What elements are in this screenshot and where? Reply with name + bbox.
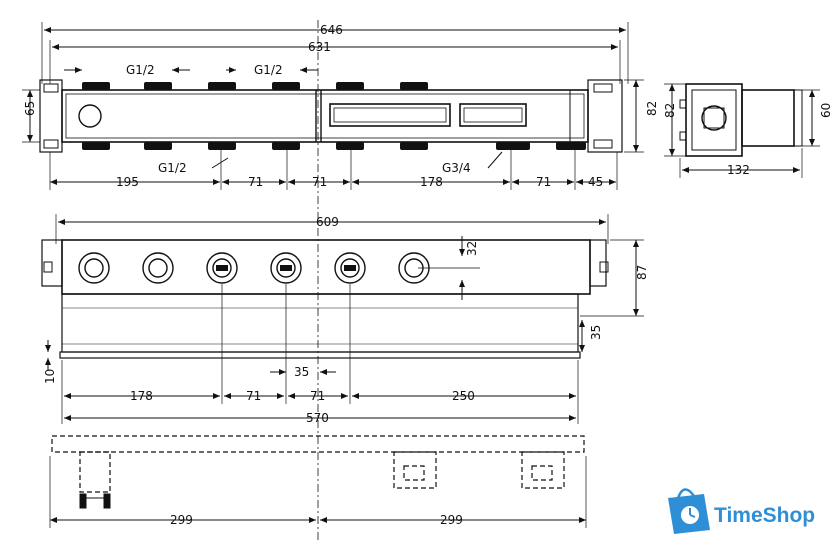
dim-base-10: 10 <box>43 369 57 384</box>
dim-front-height: 87 <box>635 265 649 280</box>
dim-inner-width: 631 <box>308 40 331 54</box>
top-view <box>22 20 644 540</box>
dim-seg-178: 178 <box>420 175 443 189</box>
dim-side-height-82: 82 <box>663 103 677 118</box>
dim-side-width: 132 <box>727 163 750 177</box>
bottom-view <box>51 435 585 493</box>
bottom-view-details <box>49 456 587 528</box>
dim-offset-32: 32 <box>465 241 479 256</box>
dim-total-width: 646 <box>320 23 343 37</box>
dim-seg-71-b: 71 <box>312 175 327 189</box>
shopping-bag-clock-icon <box>668 488 710 534</box>
label-thread-bottom-right: G3/4 <box>442 161 471 175</box>
dim-front-178: 178 <box>130 389 153 403</box>
front-view-labels: 609 32 87 35 35 10 178 71 71 250 570 <box>43 215 649 425</box>
dim-seg-195: 195 <box>116 175 139 189</box>
dim-seg-45: 45 <box>588 175 603 189</box>
dim-seg-71-a: 71 <box>248 175 263 189</box>
dim-bottom-299-b: 299 <box>440 513 463 527</box>
side-view-labels: 82 60 132 <box>663 103 833 177</box>
label-thread-bottom-left: G1/2 <box>158 161 187 175</box>
dim-front-width: 609 <box>316 215 339 229</box>
dim-depth-35: 35 <box>589 325 603 340</box>
dim-front-250: 250 <box>452 389 475 403</box>
front-view <box>41 214 644 424</box>
bottom-view-labels: 299 299 <box>170 513 463 527</box>
dim-front-71-b: 71 <box>310 389 325 403</box>
dim-side-height-60: 60 <box>819 103 833 118</box>
dim-height-right: 82 <box>645 101 659 116</box>
dim-height-left: 65 <box>23 101 37 116</box>
label-thread-top-left: G1/2 <box>126 63 155 77</box>
dim-seg-71-c: 71 <box>536 175 551 189</box>
label-thread-top-right: G1/2 <box>254 63 283 77</box>
dim-bottom-299-a: 299 <box>170 513 193 527</box>
dim-spacing-35: 35 <box>294 365 309 379</box>
brand-name: TimeShop <box>714 504 815 527</box>
side-view <box>664 83 820 178</box>
dim-front-71-a: 71 <box>246 389 261 403</box>
top-view-labels: 646 631 G1/2 G1/2 65 82 G1/2 G3/4 195 71… <box>23 23 659 189</box>
timeshop-logo[interactable]: TimeShop <box>668 488 815 534</box>
dim-front-570: 570 <box>306 411 329 425</box>
